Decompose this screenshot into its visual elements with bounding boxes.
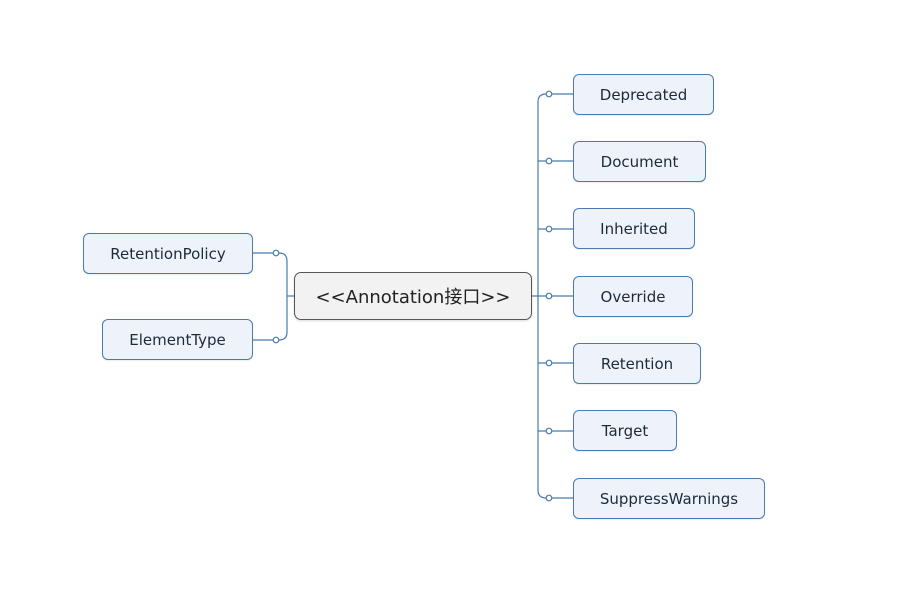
branch-connector-dot — [545, 359, 553, 367]
topic-label: Inherited — [600, 219, 668, 238]
branch-connector-dot — [272, 249, 280, 257]
topic-document[interactable]: Document — [573, 141, 706, 182]
branch-connector-dot — [545, 90, 553, 98]
topic-retentionpolicy[interactable]: RetentionPolicy — [83, 233, 253, 274]
topic-label: Retention — [600, 354, 674, 373]
branch-line — [537, 489, 573, 499]
topic-suppresswarnings[interactable]: SuppressWarnings — [573, 478, 765, 519]
branch-connector-dot — [545, 292, 553, 300]
central-topic[interactable]: <<Annotation接口>> — [294, 272, 532, 320]
branch-connector-dot — [545, 157, 553, 165]
topic-label: Deprecated — [599, 85, 688, 104]
topic-override[interactable]: Override — [573, 276, 693, 317]
branch-line — [253, 252, 288, 262]
topic-deprecated[interactable]: Deprecated — [573, 74, 714, 115]
topic-label: SuppressWarnings — [599, 489, 739, 508]
branch-connector-dot — [272, 336, 280, 344]
topic-inherited[interactable]: Inherited — [573, 208, 695, 249]
branch-connector-dot — [545, 427, 553, 435]
topic-label: RetentionPolicy — [110, 244, 226, 263]
topic-label: Document — [600, 152, 679, 171]
topic-retention[interactable]: Retention — [573, 343, 701, 384]
topic-elementtype[interactable]: ElementType — [102, 319, 253, 360]
topic-target[interactable]: Target — [573, 410, 677, 451]
topic-label: Override — [600, 287, 666, 306]
branch-connector-dot — [545, 494, 553, 502]
topic-label: Target — [601, 421, 649, 440]
branch-connector-dot — [545, 225, 553, 233]
topic-label: ElementType — [129, 330, 226, 349]
branch-line — [537, 93, 573, 103]
central-topic-label: <<Annotation接口>> — [315, 287, 511, 308]
branch-line — [253, 331, 288, 341]
